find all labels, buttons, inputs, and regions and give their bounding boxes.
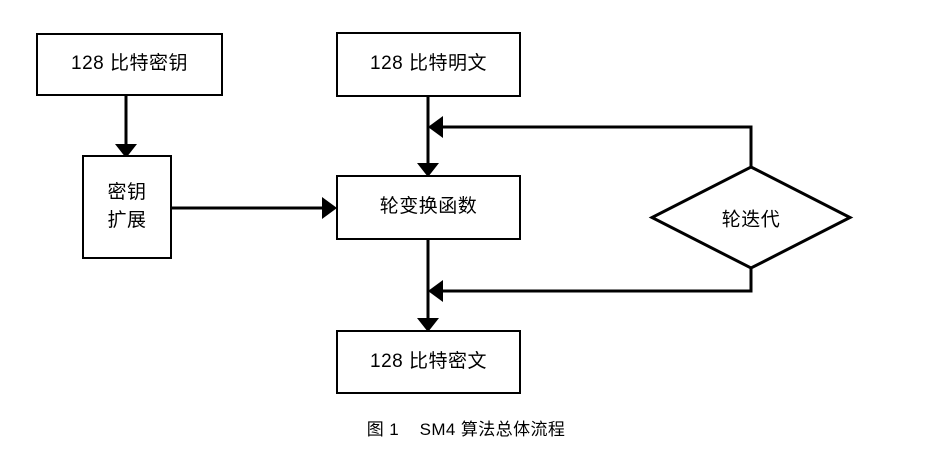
edge-round-iteration-feedback-bottom: [428, 268, 753, 302]
node-key-input-label: 128 比特密钥: [71, 53, 188, 75]
edge-round-function-to-ciphertext: [417, 240, 439, 332]
node-plaintext: 128 比特明文: [336, 32, 521, 97]
node-ciphertext: 128 比特密文: [336, 330, 521, 394]
node-round-iteration-diamond: [648, 165, 854, 270]
node-key-expansion: 密钥 扩展: [82, 155, 172, 259]
edge-round-iteration-feedback-top: [428, 116, 753, 167]
edge-key-expansion-to-round-function: [172, 197, 337, 219]
node-round-function: 轮变换函数: [336, 175, 521, 240]
node-key-expansion-label-line1: 密钥: [107, 181, 147, 203]
node-round-function-label: 轮变换函数: [379, 196, 478, 218]
node-plaintext-label: 128 比特明文: [370, 53, 487, 75]
edge-plaintext-to-round-function: [417, 97, 439, 177]
node-ciphertext-label: 128 比特密文: [370, 350, 487, 372]
node-round-iteration-label: 轮迭代: [721, 209, 781, 231]
node-key-expansion-label-line2: 扩展: [107, 210, 147, 231]
figure-caption: 图 1 SM4 算法总体流程: [366, 420, 566, 439]
node-key-input: 128 比特密钥: [36, 33, 223, 96]
edge-key-input-to-key-expansion: [115, 96, 137, 158]
